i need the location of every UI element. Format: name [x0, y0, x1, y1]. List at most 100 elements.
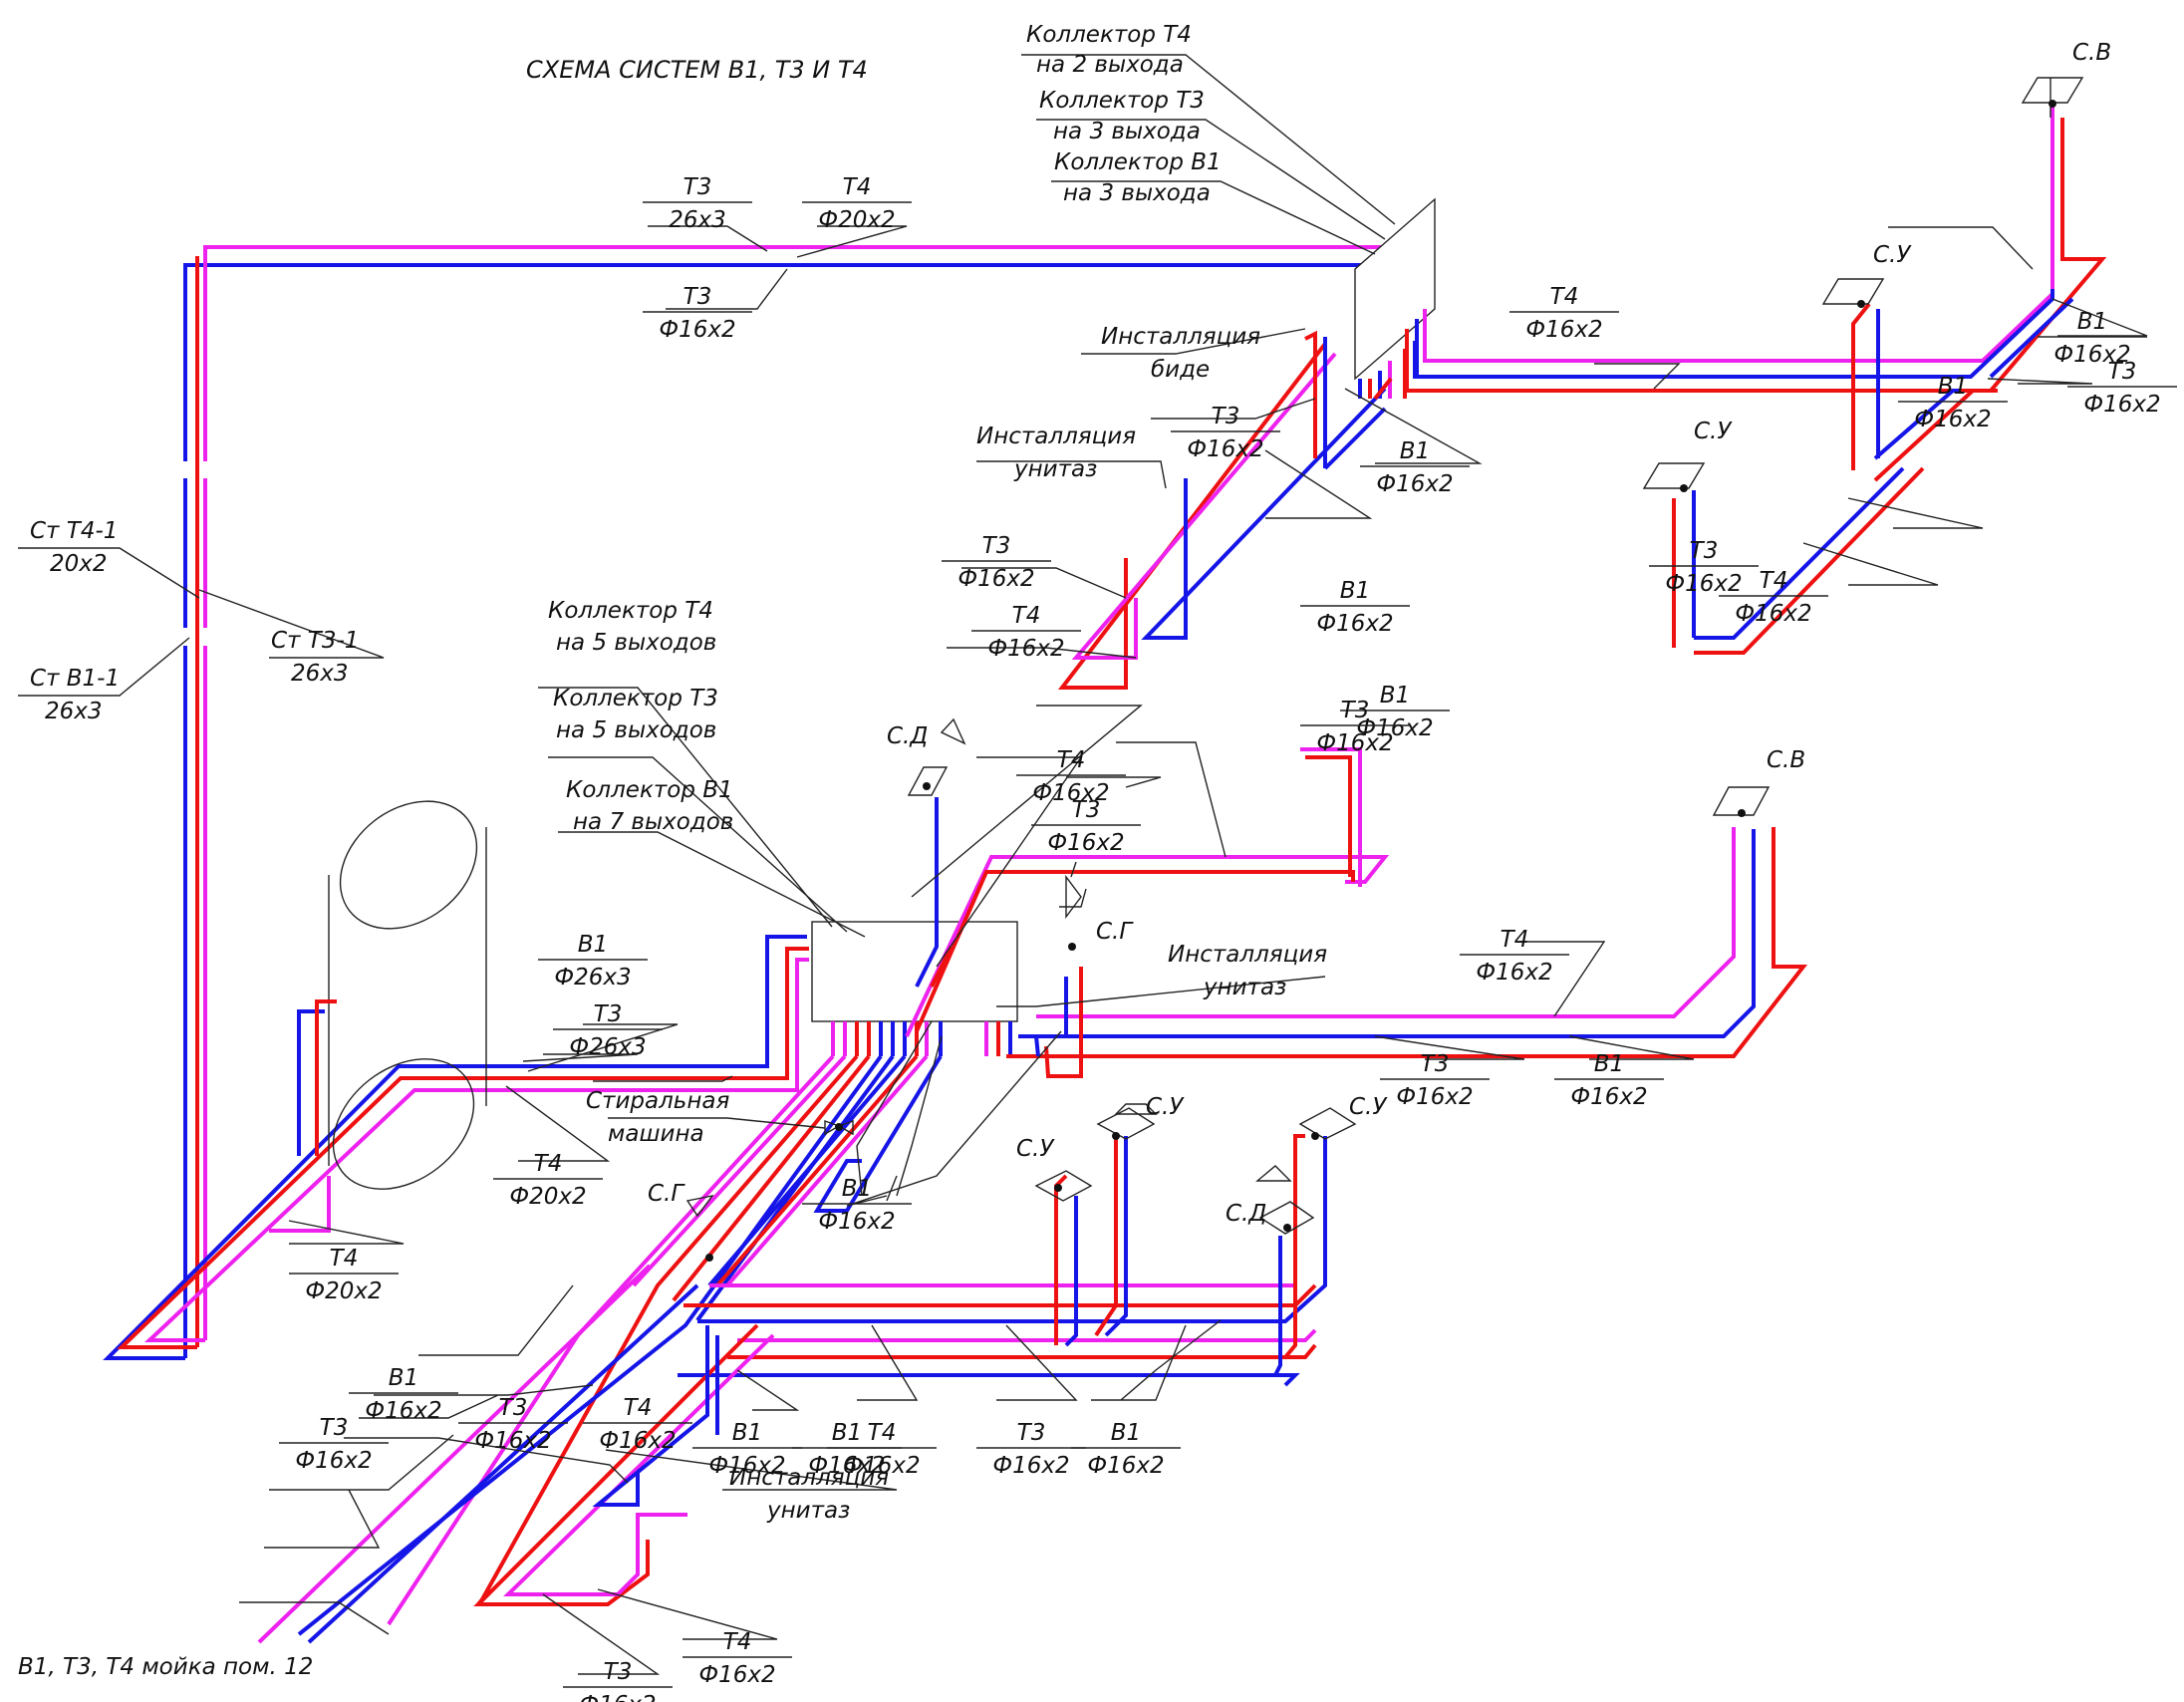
- collector-t4-5-line1: Коллектор Т4: [548, 598, 713, 624]
- collector-t4-5-line2: на 5 выходов: [556, 630, 716, 656]
- collector-t3-5-line2: на 5 выходов: [556, 717, 716, 743]
- pipe-label-size: Ф16х2: [2083, 392, 2160, 418]
- pipe-label-name: Т3: [683, 174, 712, 200]
- pipe-label-size: Ф16х2: [1316, 730, 1393, 756]
- pipe-label-name: В1: [1594, 1051, 1624, 1077]
- pipe-label-name: Т3: [1072, 797, 1101, 823]
- pipe-label-size: Ф26х3: [569, 1034, 646, 1060]
- fixture-sd-upper: С.Д: [887, 723, 928, 749]
- leader-lines: [18, 54, 2148, 1675]
- riser-v1-size: 26х3: [45, 699, 103, 724]
- install-bidet-line1: Инсталляция: [1101, 324, 1260, 350]
- pipe-label-size: Ф16х2: [599, 1428, 676, 1454]
- pipe-label-name: Т4: [624, 1395, 653, 1421]
- pipe-label-name: Т4: [1550, 284, 1579, 310]
- pipe-label-name: В1: [1400, 438, 1430, 464]
- riser-t3-size: 26х3: [291, 661, 349, 687]
- pipe-label-name: Т3: [320, 1415, 349, 1441]
- riser-v1-name: Ст В1-1: [30, 666, 120, 692]
- pipe-label-size: Ф20х2: [305, 1278, 382, 1304]
- pipe-label-size: Ф16х2: [818, 1209, 895, 1235]
- pipe-label-name: В1: [732, 1420, 762, 1446]
- pipe-label-size: Ф20х2: [818, 207, 895, 233]
- pipe-label-name: В1: [389, 1365, 418, 1391]
- pipe-label-size: Ф16х2: [1735, 601, 1811, 627]
- lower-horizontal-run: [678, 1134, 1327, 1387]
- pipe-label-name: Т3: [2108, 359, 2137, 385]
- pipe-label-size: Ф16х2: [957, 566, 1034, 592]
- washer-line1: Стиральная: [586, 1088, 729, 1114]
- pipe-label-name: В1: [1938, 374, 1968, 400]
- pipe-label-size: 26х3: [669, 207, 726, 233]
- pipe-label-size: Ф16х2: [808, 1453, 885, 1479]
- pipe-label-name: Т3: [1017, 1420, 1046, 1446]
- pipe-label-size: Ф16х2: [1665, 571, 1742, 597]
- pipe-label-size: Ф20х2: [509, 1184, 586, 1210]
- fixture-sv-mid: С.В: [1767, 747, 1805, 773]
- collector-t3-3-line2: на 3 выхода: [1053, 119, 1201, 144]
- pipe-label-size: Ф16х2: [1316, 611, 1393, 637]
- pipe-label-name: Т3: [1421, 1051, 1450, 1077]
- pipe-label-name: Т3: [604, 1659, 633, 1685]
- pipe-label-size: Ф16х2: [1914, 407, 1991, 432]
- install-bidet-line2: биде: [1151, 357, 1210, 383]
- pipe-label-name: Т3: [499, 1395, 528, 1421]
- pipe-label-size: Ф16х2: [992, 1453, 1069, 1479]
- fixture-su-lower-b: С.У: [1349, 1094, 1388, 1120]
- collector-v1-3-line1: Коллектор В1: [1054, 149, 1222, 175]
- pipe-label-name: В1: [1111, 1420, 1141, 1446]
- fixture-su-lower-a: С.У: [1146, 1094, 1185, 1120]
- upper-collector-box: [1354, 197, 1436, 381]
- footer-note: В1, Т3, Т4 мойка пом. 12: [18, 1654, 313, 1680]
- pipe-label-size: Ф16х2: [1087, 1453, 1164, 1479]
- bundle-down-left: [257, 1054, 943, 1644]
- water-heater-tank: [269, 800, 487, 1233]
- pipe-label-size: Ф16х2: [295, 1448, 372, 1474]
- pipe-label-name: Т4: [1501, 927, 1529, 953]
- mid-upper-branch: [905, 747, 1390, 1037]
- pipe-label-name: Т3: [594, 1001, 623, 1027]
- collector-labels: Коллектор Т4 на 2 выхода Коллектор Т3 на…: [548, 22, 1222, 835]
- pipe-label-size: Ф26х3: [554, 965, 631, 991]
- collector-t3-5-line1: Коллектор Т3: [553, 686, 718, 711]
- upper-diagonal-branch: [1057, 330, 1393, 690]
- pipe-label-size: Ф16х2: [843, 1453, 920, 1479]
- install-toilet-a-line2: унитаз: [1013, 456, 1097, 482]
- pipe-label-name: Т3: [1212, 404, 1240, 429]
- pipe-label-name: Т4: [868, 1420, 897, 1446]
- fixture-symbols: [685, 77, 2084, 1262]
- upper-right-run: [1405, 105, 2107, 655]
- collector-v1-3-line2: на 3 выхода: [1063, 180, 1211, 206]
- install-toilet-b-line2: унитаз: [1203, 975, 1286, 1000]
- fixture-su-lower-c: С.У: [1016, 1136, 1055, 1162]
- pipe-label-size: Ф16х2: [987, 636, 1064, 662]
- install-toilet-c-line2: унитаз: [766, 1498, 850, 1524]
- pipe-label-size: Ф16х2: [659, 317, 735, 343]
- collector-v1-7-line2: на 7 выходов: [573, 809, 733, 835]
- pipe-label-name: Т4: [1057, 747, 1086, 773]
- riser-t3-name: Ст Т3-1: [271, 628, 359, 654]
- pipe-label-size: Ф16х2: [1187, 436, 1263, 462]
- fixture-sd-lower: С.Д: [1226, 1201, 1266, 1227]
- collector-t4-2-line2: на 2 выхода: [1036, 52, 1184, 78]
- pipe-label-size: Ф16х2: [1376, 471, 1453, 497]
- pipe-label-name: Т3: [1690, 538, 1719, 564]
- pipe-label-name: Т4: [1760, 568, 1788, 594]
- pipe-label-size: Ф16х2: [1032, 780, 1109, 806]
- pipe-label-size: Ф16х2: [1047, 830, 1124, 856]
- pipe-label-name: Т4: [843, 174, 872, 200]
- pipe-label-name: Т4: [534, 1151, 563, 1177]
- collector-t3-3-line1: Коллектор Т3: [1039, 88, 1205, 114]
- pipe-label-size: Ф16х2: [365, 1398, 441, 1424]
- pipe-label-name: Т4: [1012, 603, 1041, 629]
- pipe-label-name: В1: [842, 1176, 872, 1202]
- fixture-sg-lower: С.Г: [648, 1181, 685, 1207]
- pipe-label-name: Т3: [982, 533, 1011, 559]
- pipe-label-size: Ф16х2: [1525, 317, 1602, 343]
- install-toilet-b-line1: Инсталляция: [1168, 942, 1327, 968]
- pipe-label-size: Ф16х2: [2053, 342, 2130, 368]
- pipe-label-name: В1: [2077, 309, 2107, 335]
- pipe-label-name: В1: [832, 1420, 862, 1446]
- fixture-su-right: С.У: [1873, 242, 1912, 268]
